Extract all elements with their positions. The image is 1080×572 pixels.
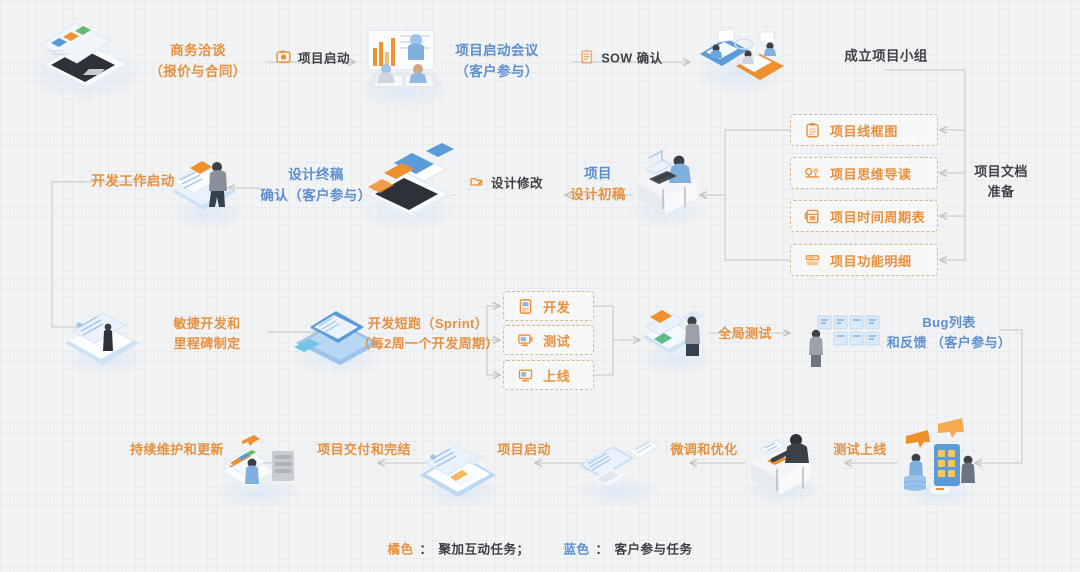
contract-icon bbox=[581, 50, 593, 64]
stage-project-launch-bottom: 项目启动 bbox=[497, 441, 551, 457]
legend: 橘色 ： 聚加互动任务； 蓝色 ： 客户参与任务 bbox=[387, 539, 692, 558]
clipboard-icon bbox=[806, 122, 819, 137]
caption-sow-confirm: SOW 确认 bbox=[579, 48, 662, 67]
caption-project-kickoff: 项目启动 bbox=[276, 48, 350, 67]
legend-orange-text: 聚加互动任务； bbox=[438, 542, 530, 557]
stage-bug-list-feedback: Bug列表 和反馈 （客户参与） bbox=[886, 314, 1012, 350]
monitor-test-icon bbox=[518, 334, 533, 346]
stage-project-docs-prep: 项目文档 准备 bbox=[974, 163, 1028, 199]
legend-blue-sep: ： bbox=[595, 542, 609, 557]
doc-box-wireframe[interactable]: 项目线框图 bbox=[790, 114, 938, 146]
stage-dev-work-start: 开发工作启动 bbox=[91, 173, 175, 189]
doc-box-feature-list[interactable]: 项目功能明细 bbox=[790, 244, 938, 276]
folder-icon bbox=[276, 50, 291, 63]
sprint-box-release[interactable]: 上线 bbox=[503, 360, 594, 390]
legend-blue-text: 客户参与任务 bbox=[614, 542, 693, 557]
stage-kickoff-meeting: 项目启动会议 （客户参与） bbox=[455, 43, 539, 79]
stage-final-design-confirm: 设计终稿 确认（客户参与） bbox=[260, 167, 372, 203]
doc-box-mindmap[interactable]: 项目思维导读 bbox=[790, 157, 938, 189]
stage-form-project-team: 成立项目小组 bbox=[844, 48, 928, 64]
stage-tune-optimize: 微调和优化 bbox=[670, 441, 738, 457]
calendar-icon bbox=[804, 209, 819, 223]
edit-doc-icon bbox=[470, 178, 483, 186]
legend-orange-swatch: 橘色 bbox=[387, 542, 414, 557]
mindmap-icon bbox=[805, 167, 820, 178]
stage-agile-milestones: 敏捷开发和 里程碑制定 bbox=[173, 315, 241, 351]
stage-maintenance-updates: 持续维护和更新 bbox=[130, 441, 224, 457]
stage-business-negotiation: 商务洽谈 （报价与合同） bbox=[149, 43, 247, 79]
doc-box-timeline[interactable]: 项目时间周期表 bbox=[790, 200, 938, 232]
list-icon bbox=[805, 254, 820, 265]
stage-delivery-closure: 项目交付和完结 bbox=[317, 441, 411, 457]
legend-blue-swatch: 蓝色 bbox=[563, 542, 590, 557]
code-doc-icon bbox=[519, 298, 532, 314]
sprint-box-develop[interactable]: 开发 bbox=[503, 291, 594, 321]
stage-project-design-draft: 项目 设计初稿 bbox=[570, 166, 626, 202]
legend-orange-sep: ： bbox=[419, 542, 433, 557]
monitor-release-icon bbox=[518, 369, 533, 381]
sprint-box-test[interactable]: 测试 bbox=[503, 325, 594, 355]
stage-test-release: 测试上线 bbox=[833, 441, 887, 457]
stage-dev-sprint: 开发短跑（Sprint） （每2周一个开发周期） bbox=[357, 315, 499, 351]
caption-design-revision: 设计修改 bbox=[469, 173, 543, 192]
stage-global-test: 全局测试 bbox=[718, 325, 772, 341]
